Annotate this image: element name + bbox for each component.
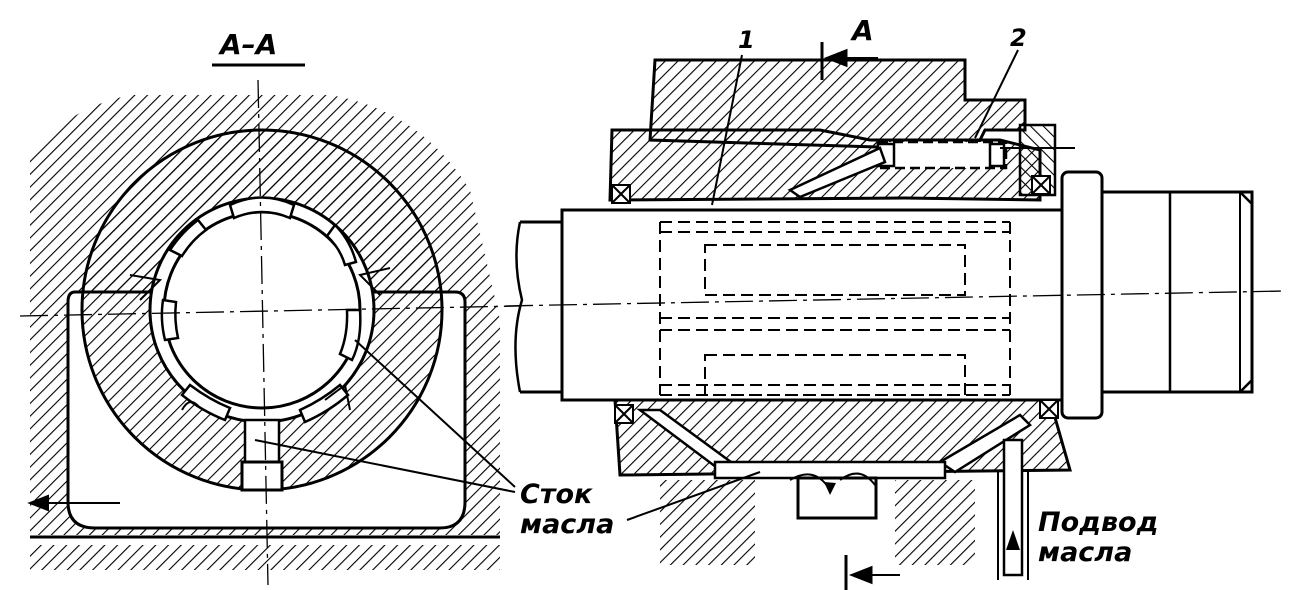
plug-2 [876, 140, 1008, 170]
drain-pocket [796, 476, 878, 520]
section-marker-label: А [852, 14, 874, 47]
shaft-side [514, 170, 1254, 424]
oil-supply-label-line2: масла [1038, 537, 1133, 568]
section-marker-top [820, 42, 878, 80]
callout-1: 1 [738, 26, 755, 54]
longitudinal-view [254, 42, 1286, 590]
section-marker-bottom [844, 555, 900, 590]
oil-supply-label-line1: Подвод [1038, 507, 1159, 538]
section-title: А–А [220, 28, 278, 61]
callout-2: 2 [1010, 24, 1027, 52]
oil-drain-arrow-left [27, 494, 120, 512]
oil-supply-pipe [1002, 438, 1024, 577]
centerlines-left [19, 79, 521, 586]
centerline-right [504, 290, 1286, 307]
oil-drain-label: Сток масла [520, 480, 614, 540]
section-view-a-a [19, 63, 521, 586]
oil-drain-label-line1: Сток [520, 479, 593, 510]
oil-drain-label-line2: масла [520, 509, 615, 540]
leader-lines [254, 49, 1019, 521]
oil-supply-label: Подвод масла [1038, 508, 1158, 568]
lower-housing-section [613, 398, 1072, 580]
upper-housing-section [608, 58, 1075, 202]
